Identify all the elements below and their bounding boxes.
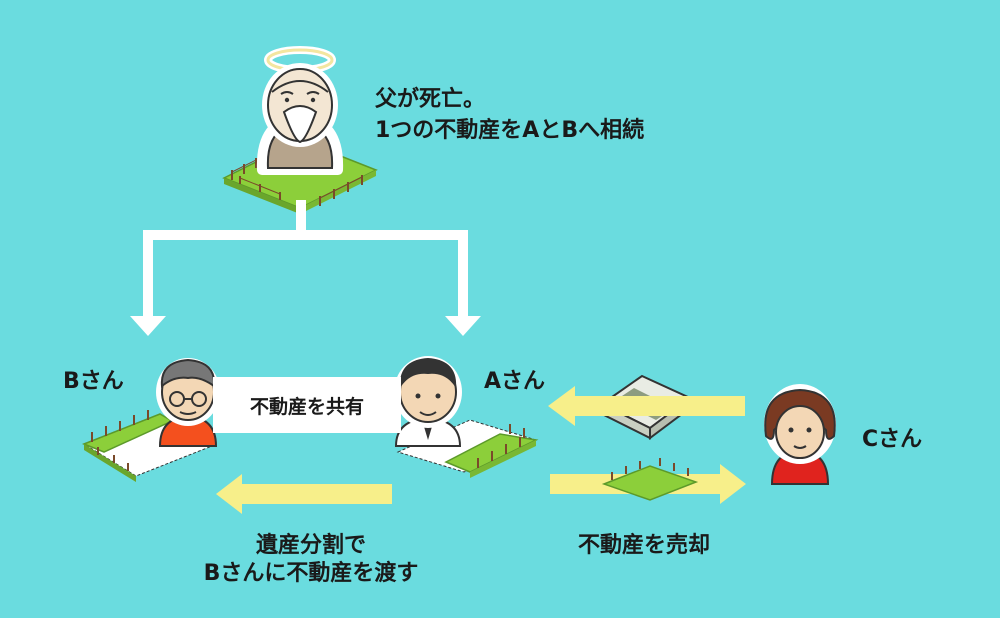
division-caption: 遺産分割で Bさんに不動産を渡す [170,532,452,587]
person-c-label: Cさん [862,427,923,452]
person-c-icon [764,384,836,485]
inheritance-arrows [130,200,481,336]
person-a-icon [394,356,462,447]
division-line2: Bさんに不動産を渡す [203,560,419,586]
person-b-icon [156,358,220,447]
father-note-line2: 1つの不動産をAとBへ相続 [375,117,645,143]
money-to-a-arrow [548,386,745,426]
arrow-to-b-icon [130,316,166,336]
division-line1: 遺産分割で [255,533,366,558]
angel-father-icon [256,46,344,175]
shared-ownership-label: 不動産を共有 [249,395,364,418]
shared-ownership-box: 不動産を共有 [213,377,401,433]
land-to-b-arrow [216,474,392,514]
person-a-label: Aさん [484,369,546,394]
person-b-label: Bさん [63,369,124,394]
sold-land-plot-icon [601,458,699,501]
a-land-plot-icon [396,419,539,478]
father-note-line1: 父が死亡。 [375,87,486,112]
arrow-to-a-icon [445,316,481,336]
sale-caption: 不動産を売却 [578,533,711,558]
father-note: 父が死亡。 1つの不動産をAとBへ相続 [375,86,644,147]
